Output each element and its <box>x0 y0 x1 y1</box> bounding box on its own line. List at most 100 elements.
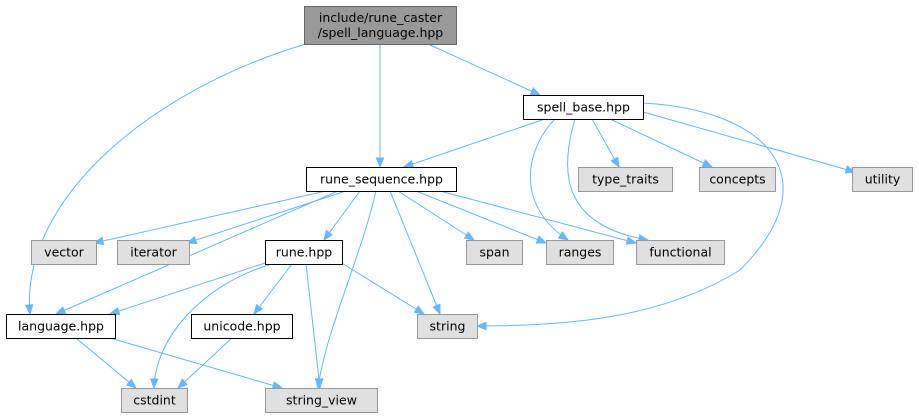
arrow-head-icon <box>314 378 324 390</box>
edge-line <box>317 190 377 389</box>
node-utility: utility <box>852 167 913 192</box>
node-box <box>6 314 116 339</box>
edge-rune-sequence-to-functional <box>439 190 638 245</box>
edge-line <box>439 190 637 244</box>
node-label: vector <box>44 245 85 260</box>
arrow-head-icon <box>535 235 548 244</box>
arrow-head-icon <box>529 87 542 96</box>
node-box <box>306 167 457 192</box>
edge-line <box>153 263 273 389</box>
edge-rune-to-string-view <box>305 263 324 390</box>
node-label: concepts <box>709 172 765 187</box>
arrow-head-icon <box>625 236 638 245</box>
arrow-head-icon <box>271 381 284 390</box>
arrow-head-icon <box>432 303 441 316</box>
node-label: functional <box>649 245 711 260</box>
edge-line <box>403 118 546 168</box>
node-box <box>121 388 188 413</box>
node-ranges: ranges <box>546 240 614 265</box>
node-label: /spell_language.hpp <box>318 25 444 40</box>
edge-line <box>339 261 425 315</box>
edge-line <box>305 263 321 389</box>
edge-spell-language-to-language <box>24 43 307 316</box>
node-label: spell_base.hpp <box>537 100 630 115</box>
edge-rune-to-language <box>108 261 269 316</box>
arrow-head-icon <box>402 159 415 169</box>
node-vector: vector <box>31 240 97 265</box>
edge-line <box>397 190 475 241</box>
edge-rune-to-unicode <box>253 263 293 316</box>
edge-spell-language-to-rune-sequence <box>375 44 385 169</box>
node-box <box>191 314 293 339</box>
edge-unicode-to-cstdint <box>177 337 233 389</box>
edge-rune-sequence-to-vector <box>92 190 327 246</box>
arrow-head-icon <box>108 306 121 316</box>
edge-line <box>109 261 269 315</box>
arrow-head-icon <box>610 156 620 169</box>
edge-spell-language-to-spell-base <box>427 43 542 96</box>
node-box <box>578 167 673 192</box>
node-spell-base[interactable]: spell_base.hpp <box>523 95 644 120</box>
arrow-head-icon <box>463 231 476 241</box>
edges-layer <box>24 43 857 390</box>
node-label: utility <box>865 172 901 187</box>
arrow-head-icon <box>125 378 138 389</box>
edge-line <box>389 190 441 315</box>
arrow-head-icon <box>24 304 34 316</box>
edge-rune-to-cstdint <box>149 263 273 390</box>
arrow-head-icon <box>475 321 487 331</box>
node-label: ranges <box>559 245 602 260</box>
arrow-head-icon <box>375 157 385 169</box>
node-box <box>31 240 97 265</box>
arrow-head-icon <box>323 229 334 242</box>
node-label: type_traits <box>592 172 659 187</box>
edge-line <box>186 190 347 244</box>
node-box <box>546 240 614 265</box>
edge-line <box>323 190 361 241</box>
node-box <box>636 240 725 265</box>
arrow-head-icon <box>701 159 714 168</box>
node-label: unicode.hpp <box>203 319 280 334</box>
node-box <box>265 240 343 265</box>
node-box <box>466 240 523 265</box>
node-label: rune_sequence.hpp <box>320 172 443 187</box>
edge-line <box>93 190 327 244</box>
edge-line <box>109 337 283 389</box>
node-box <box>265 388 378 413</box>
node-label: iterator <box>130 245 177 260</box>
edge-spell-base-to-utility <box>642 111 857 174</box>
node-language[interactable]: language.hpp <box>6 314 116 339</box>
edge-language-to-cstdint <box>75 337 138 389</box>
node-box <box>117 240 190 265</box>
edge-spell-base-to-type-traits <box>591 118 620 169</box>
edge-spell-base-to-rune-sequence <box>402 118 546 169</box>
edge-line <box>529 118 569 241</box>
arrow-head-icon <box>54 306 67 315</box>
edge-line <box>476 102 784 327</box>
edge-line <box>567 118 649 241</box>
edge-rune-to-string <box>339 261 426 315</box>
edge-spell-base-to-concepts <box>609 118 714 168</box>
node-unicode[interactable]: unicode.hpp <box>191 314 293 339</box>
node-rune-sequence[interactable]: rune_sequence.hpp <box>306 167 457 192</box>
node-string: string <box>417 314 478 339</box>
node-rune[interactable]: rune.hpp <box>265 240 343 265</box>
node-box <box>304 6 457 45</box>
arrow-head-icon <box>253 303 264 316</box>
node-box <box>523 95 644 120</box>
edge-language-to-string-view <box>109 337 284 390</box>
edge-rune-sequence-to-rune <box>323 190 361 242</box>
node-label: language.hpp <box>18 319 104 334</box>
node-cstdint: cstdint <box>121 388 188 413</box>
edge-rune-sequence-to-language <box>54 190 339 315</box>
node-label: include/rune_caster <box>319 10 443 25</box>
edge-spell-base-to-ranges <box>529 118 570 241</box>
arrow-head-icon <box>177 378 188 389</box>
edge-rune-sequence-to-string <box>389 190 441 316</box>
node-box <box>417 314 478 339</box>
node-spell-language[interactable]: include/rune_caster/spell_language.hpp <box>304 6 457 45</box>
arrow-head-icon <box>149 378 159 390</box>
edge-line <box>609 118 713 168</box>
nodes-layer: include/rune_caster/spell_language.hppsp… <box>6 6 913 413</box>
edge-line <box>28 43 307 315</box>
